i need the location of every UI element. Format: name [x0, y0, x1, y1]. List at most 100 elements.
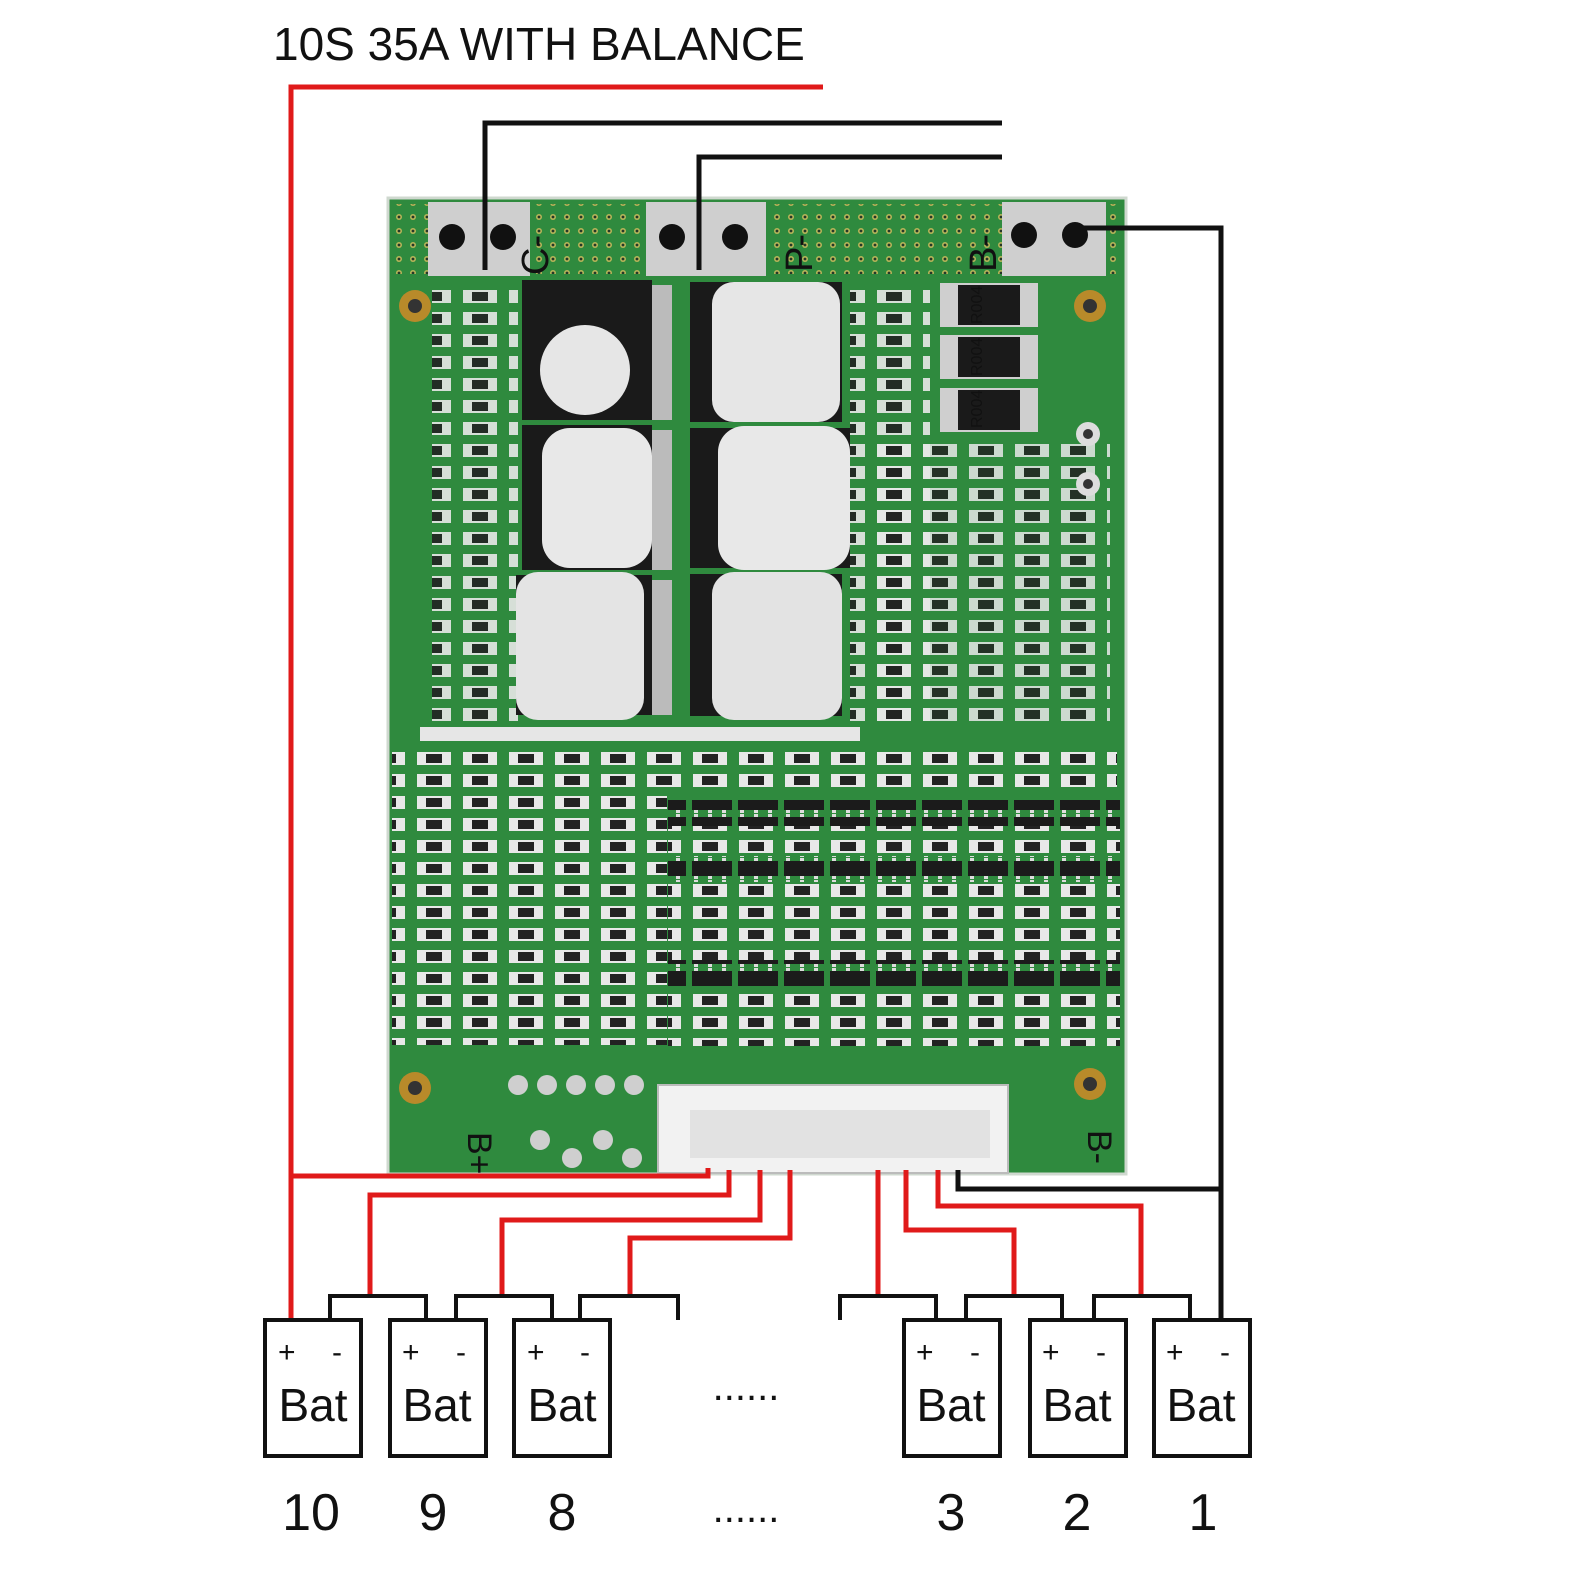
mosfet-tab	[652, 580, 672, 715]
battery-plus: +	[527, 1336, 545, 1369]
battery-box	[388, 1318, 488, 1458]
balance-ic-row	[668, 856, 1120, 882]
pad-hole	[490, 224, 516, 250]
board-divider	[420, 727, 860, 741]
series-link	[964, 1294, 1064, 1320]
wire-balance	[935, 1170, 1144, 1294]
test-hole	[1083, 429, 1093, 439]
series-link	[328, 1294, 428, 1320]
battery-number: 2	[1063, 1484, 1092, 1542]
number-ellipsis: ......	[713, 1487, 780, 1531]
battery-cell: + - Bat 2	[1028, 1318, 1128, 1542]
pin-pad	[562, 1148, 582, 1168]
resistor-mark: R004	[969, 338, 986, 376]
battery-box	[902, 1318, 1002, 1458]
battery-minus: -	[1220, 1336, 1230, 1369]
balance-smd-row	[668, 986, 1120, 1046]
pad-hole	[722, 224, 748, 250]
label-p-minus: P-	[779, 234, 821, 272]
battery-minus: -	[970, 1336, 980, 1369]
control-circuit-area	[870, 440, 1110, 730]
battery-plus: +	[916, 1336, 934, 1369]
battery-cell: + - Bat 9	[388, 1318, 488, 1542]
wire-bplus-main	[288, 84, 823, 1320]
thermal-pad	[718, 426, 850, 570]
wire-c-minus	[482, 120, 1002, 270]
pin-pad	[622, 1148, 642, 1168]
thermal-pad	[712, 572, 842, 720]
series-link	[838, 1294, 938, 1320]
battery-box	[1028, 1318, 1128, 1458]
battery-number: 8	[548, 1484, 577, 1542]
pin-pad	[595, 1075, 615, 1095]
battery-name: Bat	[527, 1379, 596, 1431]
mosfet-tab	[652, 430, 672, 570]
balance-smd-row	[668, 882, 1120, 960]
mounting-hole	[408, 1081, 422, 1095]
label-c-minus: C-	[515, 235, 557, 275]
thermal-pad	[712, 282, 840, 422]
pin-pad	[566, 1075, 586, 1095]
wire-b-minus	[1080, 225, 1224, 1320]
wiring	[288, 84, 1224, 1320]
label-b-minus: B-	[963, 234, 1005, 272]
series-link	[578, 1294, 680, 1320]
shunt-resistors: R004 R004 R004	[940, 283, 1038, 432]
battery-cells: + - Bat 10 + - Bat 9 + - Bat 8 ...... + …	[263, 1318, 1252, 1542]
pin-pad	[530, 1130, 550, 1150]
balance-smd-row	[668, 826, 1120, 856]
pad-hole	[439, 224, 465, 250]
connector-pin-row	[690, 1110, 990, 1158]
battery-name: Bat	[916, 1379, 985, 1431]
mounting-hole	[408, 299, 422, 313]
pad-hole	[1011, 222, 1037, 248]
battery-box	[1152, 1318, 1252, 1458]
battery-cell: + - Bat 10	[263, 1318, 363, 1542]
wire-bplus-connector	[291, 1168, 711, 1179]
wire-balance	[499, 1170, 763, 1294]
battery-box	[512, 1318, 612, 1458]
pin-pad	[537, 1075, 557, 1095]
battery-name: Bat	[402, 1379, 471, 1431]
battery-number: 3	[937, 1484, 966, 1542]
wire-balance	[903, 1170, 1017, 1294]
battery-plus: +	[402, 1336, 420, 1369]
thermal-pad	[540, 325, 630, 415]
battery-number: 1	[1189, 1484, 1218, 1542]
battery-plus: +	[1166, 1336, 1184, 1369]
battery-minus: -	[580, 1336, 590, 1369]
wire-b-minus-connector	[955, 1170, 1221, 1192]
bms-board: C- P- B-	[386, 196, 1128, 1176]
wire-p-minus	[696, 154, 1002, 270]
thermal-pad	[516, 572, 644, 720]
balance-ic-row	[668, 800, 1120, 826]
battery-box	[263, 1318, 363, 1458]
battery-cell: + - Bat 3	[902, 1318, 1002, 1542]
mounting-hole	[1083, 1077, 1097, 1091]
wire-balance	[367, 1170, 732, 1294]
balance-ic-row	[668, 960, 1120, 986]
resistor-mark: R004	[969, 286, 986, 324]
mosfet-area-left-traces	[432, 285, 518, 725]
pad-hole	[659, 224, 685, 250]
shunt-resistor-body	[958, 337, 1020, 377]
mosfet-column-right	[690, 282, 850, 720]
battery-name: Bat	[1042, 1379, 1111, 1431]
battery-name: Bat	[278, 1379, 347, 1431]
pin-pad	[508, 1075, 528, 1095]
label-b-minus-bottom: B-	[1080, 1130, 1118, 1164]
battery-name: Bat	[1166, 1379, 1235, 1431]
series-link	[1092, 1294, 1192, 1320]
battery-ellipsis: ......	[713, 1365, 780, 1409]
battery-minus: -	[456, 1336, 466, 1369]
balance-components-left	[392, 795, 667, 1045]
mounting-hole	[1083, 299, 1097, 313]
mosfet-tab	[652, 285, 672, 420]
pin-pad	[624, 1075, 644, 1095]
battery-number: 10	[282, 1484, 340, 1542]
shunt-resistor-body	[958, 390, 1020, 430]
battery-cell: + - Bat 1	[1152, 1318, 1252, 1542]
label-b-plus: B+	[460, 1132, 498, 1175]
